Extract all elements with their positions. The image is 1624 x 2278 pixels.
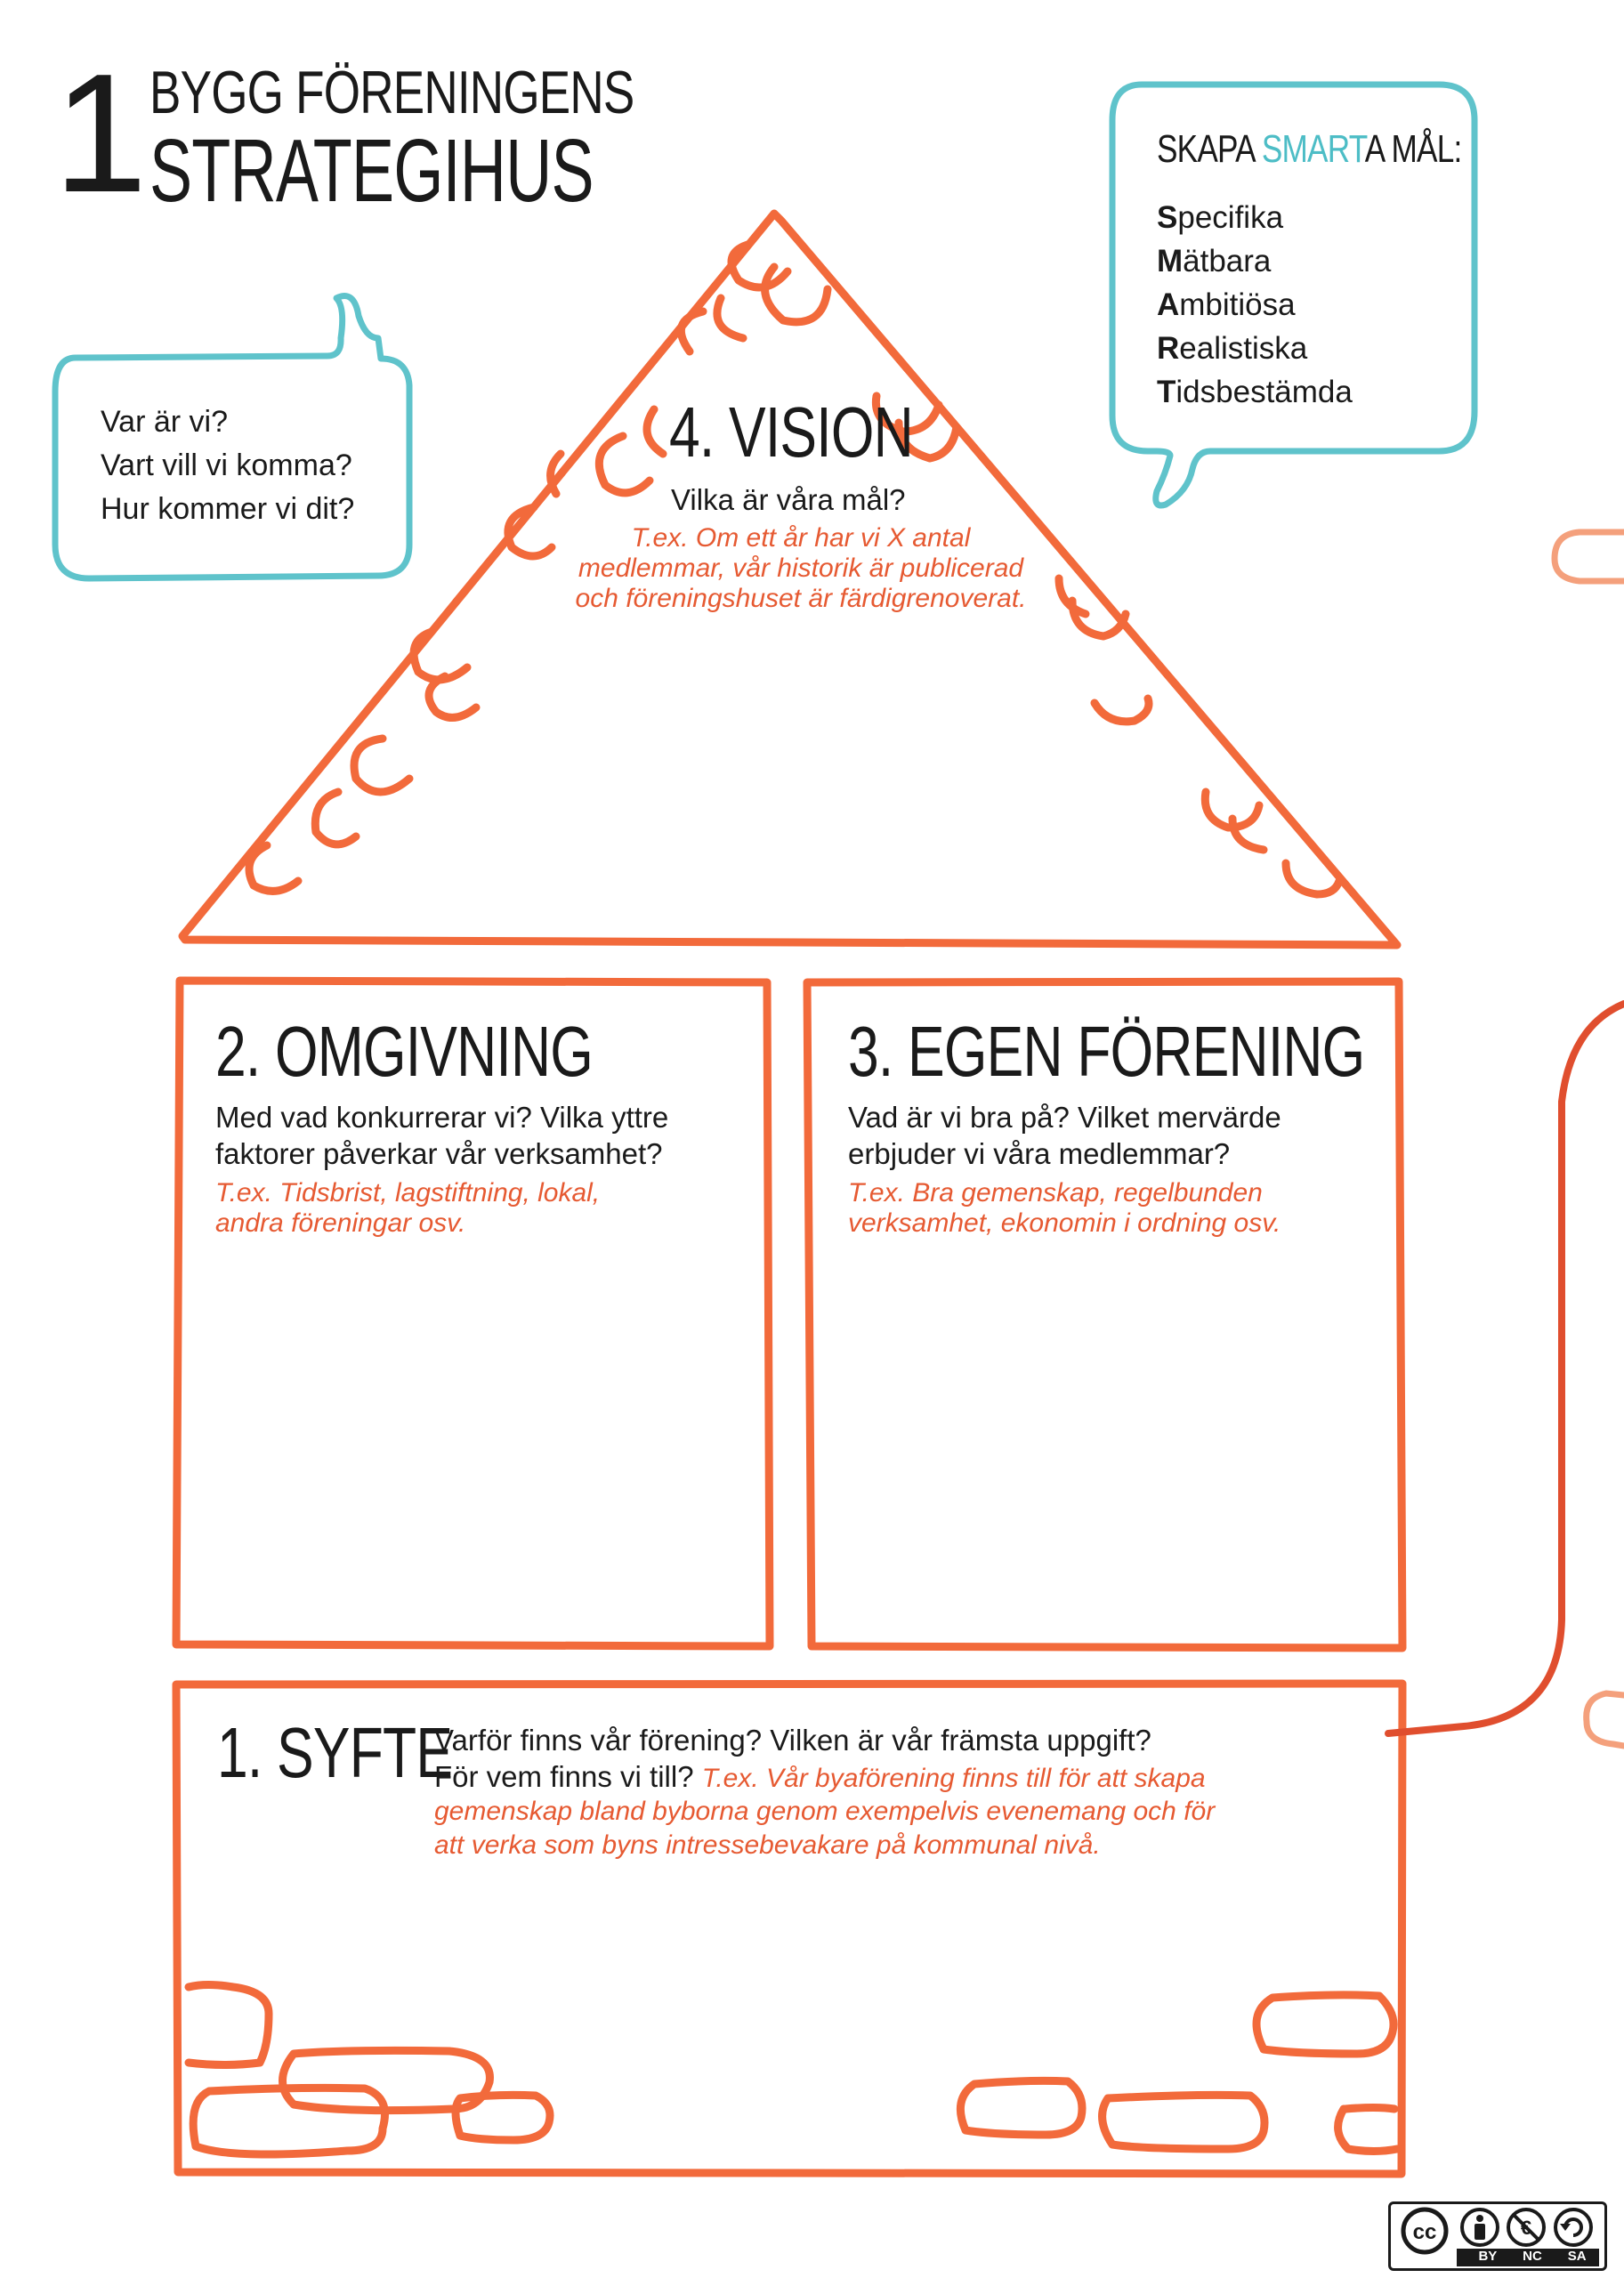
roof-scallop (1228, 814, 1268, 854)
roof-scallop (894, 418, 961, 463)
smart-item-specifika: Specifika (1157, 200, 1284, 235)
smart-heading-suffix: A MÅL: (1364, 127, 1462, 171)
syfte-example-line: att verka som byns intressebevakare på k… (434, 1830, 1101, 1860)
omgivning-question-line: faktorer påverkar vår verksamhet? (215, 1137, 663, 1170)
roof-scallop (1090, 694, 1153, 726)
brick (451, 2090, 554, 2145)
brick (1098, 2090, 1269, 2153)
roof-scallop (1068, 596, 1130, 641)
questions-bubble-outline (52, 293, 413, 582)
brick (184, 1981, 273, 2069)
brick (1334, 2104, 1402, 2155)
page-title-line2: STRATEGIHUS (149, 121, 594, 221)
smart-list: Specifika Mätbara Ambitiösa Realistiska … (1157, 196, 1353, 414)
syfte-question-line: Varför finns vår förening? Vilken är vår… (434, 1724, 1151, 1757)
omgivning-question: Med vad konkurrerar vi? Vilka yttre fakt… (215, 1099, 668, 1172)
syfte-text: Varför finns vår förening? Vilken är vår… (434, 1722, 1378, 1862)
vision-example: T.ex. Om ett år har vi X antal medlemmar… (561, 523, 1041, 614)
roof-scallop (713, 294, 747, 343)
smart-item-ambitiosa: Ambitiösa (1157, 287, 1296, 322)
roof-scallop (409, 627, 472, 684)
roof-scallop (642, 405, 667, 458)
egen-forening-question: Vad är vi bra på? Vilket mervärde erbjud… (848, 1099, 1281, 1172)
syfte-box-outline (172, 1679, 1407, 2178)
roof-scallop (504, 503, 556, 561)
roof-scallop (311, 788, 360, 849)
syfte-example-line: gemenskap bland byborna genom exempelvis… (434, 1797, 1216, 1826)
smart-heading-accent: SMART (1261, 127, 1366, 171)
cc-license-badge: cc € BY NC SA (1388, 2201, 1607, 2271)
cc-icon: cc (1401, 2207, 1449, 2255)
egen-forening-question-line: Vad är vi bra på? Vilket mervärde (848, 1101, 1281, 1134)
vision-example-line: T.ex. Om ett år har vi X antal (631, 523, 971, 553)
omgivning-example-line: andra föreningar osv. (215, 1208, 466, 1238)
egen-forening-title: 3. EGEN FÖRENING (848, 1012, 1365, 1091)
question-line: Var är vi? (101, 405, 228, 439)
roof-outline (178, 209, 1402, 949)
brick (279, 2046, 494, 2115)
smart-heading: SKAPA SMARTA MÅL: (1157, 127, 1462, 172)
syfte-title: 1. SYFTE (217, 1713, 453, 1792)
side-bubble-fragment (1551, 529, 1624, 585)
egen-forening-example-line: verksamhet, ekonomin i ordning osv. (848, 1208, 1281, 1238)
egen-forening-question-line: erbjuder vi våra medlemmar? (848, 1137, 1231, 1170)
vision-question: Vilka är våra mål? (671, 483, 906, 516)
questions-bubble-text: Var är vi? Vart vill vi komma? Hur komme… (101, 400, 354, 531)
omgivning-example-line: T.ex. Tidsbrist, lagstiftning, lokal, (215, 1178, 601, 1208)
sa-share-icon (1554, 2208, 1593, 2247)
syfte-question-line2: För vem finns vi till? T.ex. Vår byaföre… (434, 1760, 1206, 1793)
roof-scallop (727, 240, 792, 292)
omgivning-example: T.ex. Tidsbrist, lagstiftning, lokal, an… (215, 1178, 600, 1239)
omgivning-question-line: Med vad konkurrerar vi? Vilka yttre (215, 1101, 669, 1134)
roof-scallop (677, 307, 707, 356)
roof-scallop (424, 672, 481, 722)
smart-bubble-outline (1109, 81, 1478, 509)
roof-scallop (245, 841, 303, 895)
roof-scallop (1200, 788, 1264, 832)
brick (1252, 1991, 1398, 2058)
vision-example-line: och föreningshuset är färdigrenoverat. (575, 584, 1027, 613)
license-labels: BY NC SA (1466, 2249, 1599, 2264)
omgivning-box-outline (172, 976, 774, 1651)
license-icons: cc € (1401, 2207, 1599, 2266)
roof-scallop (546, 449, 565, 498)
license-label-nc: NC (1523, 2249, 1542, 2264)
svg-text:cc: cc (1413, 2220, 1437, 2244)
roof-scallop (1281, 859, 1344, 899)
syfte-example-inline: T.ex. Vår byaförening finns till för att… (701, 1764, 1206, 1793)
egen-forening-box-outline (803, 977, 1407, 1652)
roof-scallop (761, 263, 832, 327)
page-title-line1: BYGG FÖRENINGENS (149, 59, 634, 126)
smart-item-matbara: Mätbara (1157, 244, 1272, 279)
roof-scallop (594, 432, 654, 497)
roof-scallop (1054, 574, 1090, 618)
vision-title: 4. VISION (669, 392, 914, 472)
nc-euro-icon: € (1507, 2208, 1546, 2247)
smart-heading-prefix: SKAPA (1157, 127, 1262, 171)
smart-item-realistiska: Realistiska (1157, 331, 1308, 366)
license-label-by: BY (1478, 2249, 1498, 2264)
step-number: 1 (53, 39, 148, 228)
vision-example-line: medlemmar, vår historik är publicerad (578, 553, 1024, 583)
egen-forening-example: T.ex. Bra gemenskap, regelbunden verksam… (848, 1178, 1281, 1239)
brick (956, 2076, 1087, 2139)
side-bubble-fragment (1583, 1690, 1624, 1749)
connector-line (1385, 1000, 1624, 1737)
question-line: Vart vill vi komma? (101, 448, 352, 482)
omgivning-title: 2. OMGIVNING (215, 1012, 594, 1091)
brick (189, 2083, 389, 2159)
smart-item-tidsbestamda: Tidsbestämda (1157, 375, 1353, 409)
egen-forening-example-line: T.ex. Bra gemenskap, regelbunden (848, 1178, 1263, 1208)
question-line: Hur kommer vi dit? (101, 492, 355, 526)
license-label-sa: SA (1567, 2249, 1587, 2264)
roof-scallop (350, 734, 414, 796)
by-person-icon (1460, 2208, 1499, 2247)
